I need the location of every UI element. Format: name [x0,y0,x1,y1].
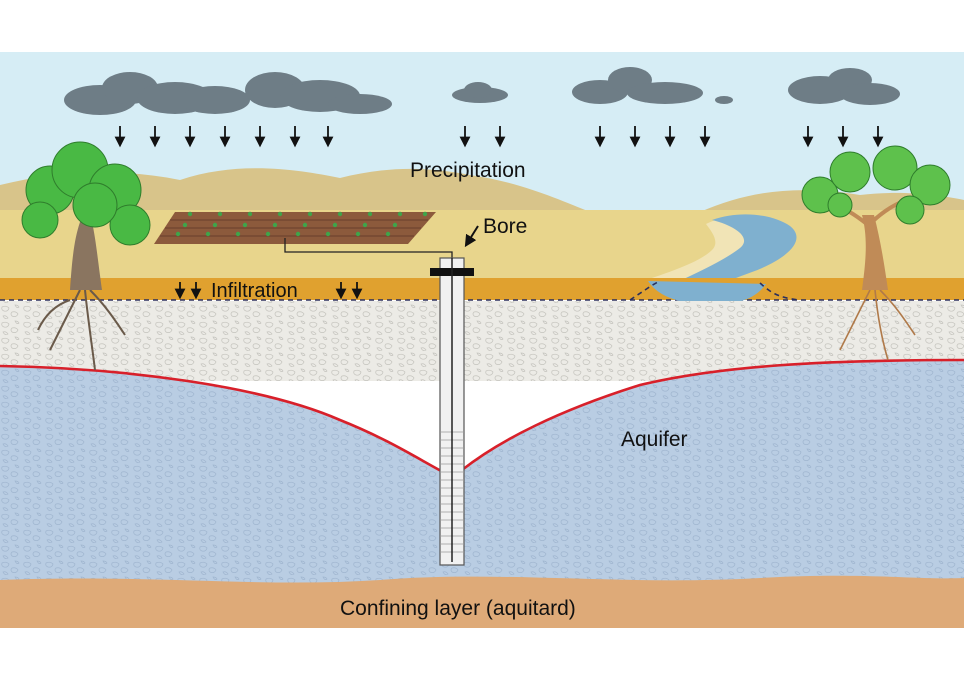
crop-field [154,211,436,244]
water-table-line [0,358,964,475]
aquifer-label: Aquifer [621,428,688,451]
tree-right [801,145,951,361]
river [660,214,797,290]
cloud-1 [64,72,250,115]
hills [0,168,590,212]
cloud-2 [245,72,392,114]
bore-pointer-arrow [464,225,479,248]
infiltration-label: Infiltration [211,280,298,302]
river-bed [648,281,766,305]
field-ground [0,210,964,280]
topsoil-layer [0,278,964,300]
confining-layer-label: Confining layer (aquitard) [340,597,576,620]
tree-left [21,141,151,371]
bore-label: Bore [483,215,528,238]
cloud-4 [572,67,733,104]
bore-well [430,257,474,566]
cloud-5 [788,68,900,105]
aquitard-layer [0,575,964,628]
precipitation-arrows [114,126,884,148]
river-bed-outline [629,280,801,301]
infiltration-arrows [174,282,363,300]
cloud-3 [452,82,508,103]
aquifer-layer [0,360,964,590]
precipitation-label: Precipitation [410,159,526,182]
